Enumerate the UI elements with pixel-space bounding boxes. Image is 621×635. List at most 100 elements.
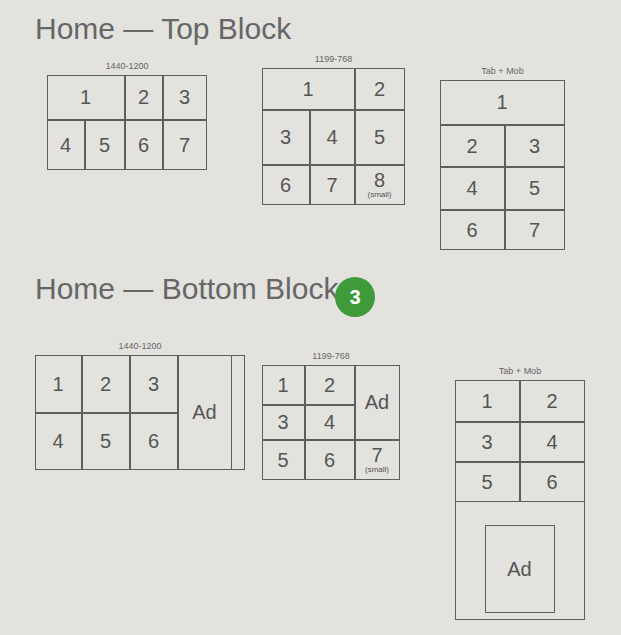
cell-number: 5 [100, 430, 111, 452]
cell-number: 4 [326, 126, 337, 148]
cell-number: 1 [302, 78, 313, 100]
cell-number: 6 [138, 134, 149, 156]
layout-cell: 4 [440, 167, 505, 210]
layout-cell: 4 [520, 422, 585, 462]
cell-number: 4 [324, 411, 335, 433]
layout-cell: 5 [505, 167, 565, 210]
cell-number: 3 [280, 126, 291, 148]
layout-cell: 2 [82, 355, 130, 413]
step-badge: 3 [335, 277, 375, 317]
layout-cell: 2 [305, 365, 355, 405]
cell-number: 7 [371, 444, 382, 466]
breakpoint-label: Tab + Mob [441, 66, 564, 76]
cell-number: Ad [192, 401, 216, 423]
breakpoint-label: 1440-1200 [36, 341, 244, 351]
breakpoint-label: Tab + Mob [456, 366, 584, 376]
layout-cell: 5 [262, 440, 305, 480]
layout-grid: 1440-12001234567 [47, 75, 207, 170]
cell-number: 1 [277, 374, 288, 396]
cell-number: 3 [481, 431, 492, 453]
cell-number: Ad [507, 558, 531, 580]
cell-number: 4 [466, 177, 477, 199]
cell-number: 5 [374, 126, 385, 148]
cell-number: 7 [326, 174, 337, 196]
layout-cell: Ad [178, 355, 232, 470]
layout-cell: 2 [355, 68, 405, 110]
layout-cell: 1 [455, 380, 520, 422]
cell-number: 2 [100, 373, 111, 395]
layout-grid: 1199-76812Ad34567(small) [262, 365, 400, 480]
cell-number: 2 [466, 135, 477, 157]
layout-cell: 4 [35, 413, 82, 470]
cell-note: (small) [368, 191, 392, 200]
cell-number: 5 [99, 134, 110, 156]
layout-cell: 5 [82, 413, 130, 470]
layout-cell: 5 [355, 110, 405, 165]
layout-cell: 6 [305, 440, 355, 480]
layout-cell: 3 [130, 355, 178, 413]
cell-number: 8 [374, 169, 385, 191]
cell-number: 2 [374, 78, 385, 100]
layout-grid: 1440-1200123Ad456 [35, 355, 245, 470]
layout-cell: 3 [505, 125, 565, 167]
layout-cell: 4 [305, 405, 355, 440]
layout-grid: Tab + Mob123456Ad [455, 380, 585, 620]
cell-number: 3 [179, 86, 190, 108]
layout-cell: 7 [310, 165, 355, 205]
layout-cell: Ad [485, 525, 555, 613]
layout-cell: Ad [355, 365, 400, 440]
cell-number: 4 [52, 430, 63, 452]
cell-number: 6 [148, 430, 159, 452]
layout-cell: 7 [505, 210, 565, 250]
layout-cell: 6 [130, 413, 178, 470]
cell-number: 7 [529, 219, 540, 241]
cell-number: 2 [546, 390, 557, 412]
cell-number: 5 [529, 177, 540, 199]
layout-cell: 3 [262, 405, 305, 440]
cell-number: 3 [277, 411, 288, 433]
layout-cell: 1 [35, 355, 82, 413]
cell-number: 6 [280, 174, 291, 196]
layout-cell: 1 [440, 80, 565, 125]
cell-number: 1 [481, 390, 492, 412]
layout-grid: Tab + Mob1234567 [440, 80, 565, 250]
layout-grid: 1199-76812345678(small) [262, 68, 405, 205]
cell-number: 6 [324, 449, 335, 471]
layout-cell: 1 [262, 68, 355, 110]
cell-number: 3 [529, 135, 540, 157]
layout-cell: 6 [262, 165, 310, 205]
layout-cell: 8(small) [355, 165, 405, 205]
breakpoint-label: 1440-1200 [48, 61, 206, 71]
layout-cell: 6 [520, 462, 585, 502]
cell-number: 2 [138, 86, 149, 108]
layout-cell: 3 [262, 110, 310, 165]
cell-number: Ad [365, 391, 389, 413]
cell-note: (small) [365, 466, 389, 475]
layout-cell: 7 [163, 120, 207, 170]
layout-cell: 2 [520, 380, 585, 422]
cell-number: 6 [466, 219, 477, 241]
layout-cell: 5 [455, 462, 520, 502]
breakpoint-label: 1199-768 [263, 351, 399, 361]
cell-number: 7 [179, 134, 190, 156]
callout-number: 3 [349, 286, 360, 309]
cell-number: 3 [148, 373, 159, 395]
layout-cell: 1 [47, 75, 125, 120]
cell-number: 5 [277, 449, 288, 471]
layout-cell: 2 [125, 75, 163, 120]
layout-cell: 4 [47, 120, 85, 170]
layout-cell: 1 [262, 365, 305, 405]
layout-cell: 4 [310, 110, 355, 165]
layout-cell: 3 [455, 422, 520, 462]
layout-cell: 3 [163, 75, 207, 120]
layout-cell: 7(small) [355, 440, 400, 480]
section-title: Home — Bottom Block [35, 272, 338, 306]
cell-number: 1 [80, 86, 91, 108]
layout-cell: 2 [440, 125, 505, 167]
layout-cell: 5 [85, 120, 125, 170]
cell-number: 6 [546, 471, 557, 493]
layout-cell: 6 [125, 120, 163, 170]
cell-number: 2 [324, 374, 335, 396]
cell-number: 4 [60, 134, 71, 156]
cell-number: 1 [52, 373, 63, 395]
